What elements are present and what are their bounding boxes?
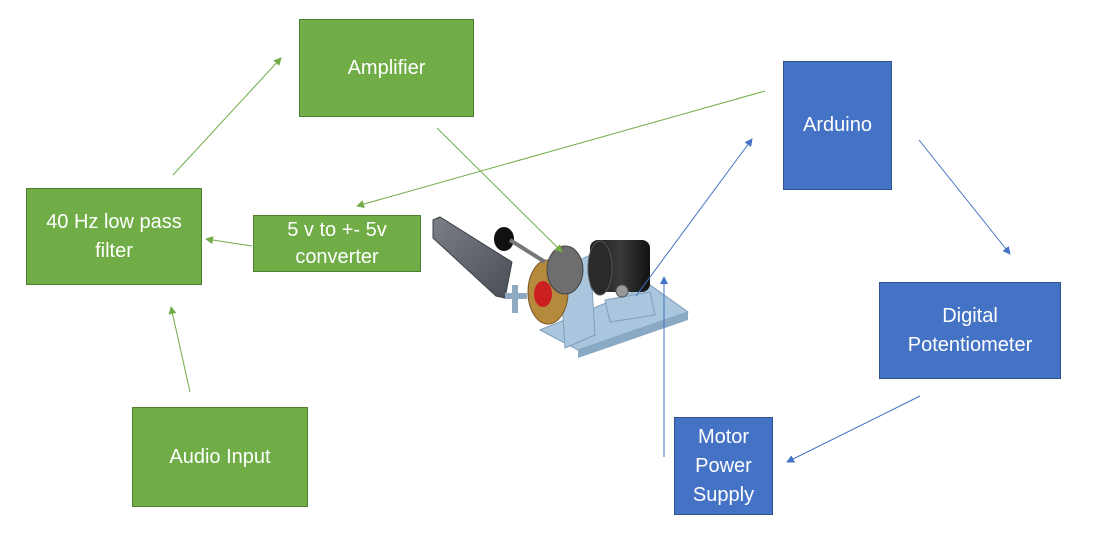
device-hub (505, 285, 527, 313)
arrow-amplifier-to-device (436, 127, 563, 253)
lowpass-filter-box: 40 Hz low pass filter (26, 188, 202, 285)
converter-box: 5 v to +- 5v converter (253, 215, 421, 272)
amplifier-box: Amplifier (299, 19, 474, 117)
amplifier-label: Amplifier (347, 56, 426, 79)
device-flywheel (546, 245, 584, 295)
digital-potentiometer-label: Digital Potentiometer (907, 304, 1033, 356)
arrow-arduino-to-digipot (918, 139, 1011, 255)
arrow-device-to-arduino (635, 138, 753, 297)
arduino-box: Arduino (783, 61, 892, 190)
arrow-arduino-to-converter (356, 90, 766, 208)
device-base-side (578, 312, 688, 358)
device-motor-face (587, 240, 613, 296)
motor-device-illustration (432, 216, 690, 358)
audio-input-label: Audio Input (169, 445, 271, 468)
arduino-label: Arduino (803, 114, 872, 136)
digital-potentiometer-box: Digital Potentiometer (879, 282, 1061, 379)
lowpass-filter-label: 40 Hz low pass filter (46, 210, 182, 262)
motor-power-supply-label: Motor Power Supply (692, 425, 755, 506)
audio-input-box: Audio Input (132, 407, 308, 507)
arrow-digipot-to-motorpsu (786, 395, 921, 463)
arrow-converter-to-lowpass (205, 236, 253, 247)
device-small-cylinder (494, 227, 514, 251)
device-motor-mount (604, 291, 656, 323)
converter-label: 5 v to +- 5v converter (287, 218, 387, 268)
arrow-lowpass-to-amplifier (172, 57, 282, 176)
motor-power-supply-box: Motor Power Supply (674, 417, 773, 515)
arrow-audio-to-lowpass (168, 306, 191, 393)
device-red-coupling (534, 281, 552, 307)
